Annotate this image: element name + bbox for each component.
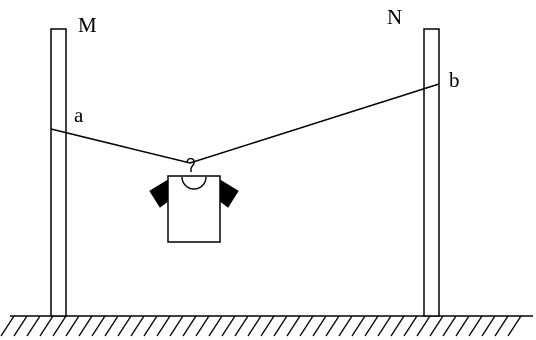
ground-hatch-mark [364, 315, 379, 337]
ground-hatch-mark [78, 315, 93, 337]
ground-hatch-mark [52, 315, 67, 337]
ground-hatch-mark [26, 315, 41, 337]
ground-hatch-mark [429, 315, 444, 337]
ground-hatch-mark [247, 315, 262, 337]
ground-hatch-mark [143, 315, 158, 337]
label-pole-n: N [387, 5, 402, 29]
pole-n [423, 28, 440, 317]
ground-hatch-mark [208, 315, 223, 337]
ground-hatch-mark [260, 315, 275, 337]
ground-hatch-mark [13, 315, 28, 337]
ground-hatch-mark [455, 315, 470, 337]
ground-hatch-mark [494, 315, 509, 337]
hanger-hook [186, 157, 195, 172]
label-pole-m: M [78, 13, 97, 37]
label-point-a: a [74, 103, 84, 127]
ground-hatch-mark [299, 315, 314, 337]
ground-hatch-mark [0, 315, 15, 337]
pole-m [50, 28, 67, 317]
ground-hatch-mark [351, 315, 366, 337]
ground-hatch-mark [104, 315, 119, 337]
tshirt-body [167, 175, 221, 243]
ground-hatch-mark [442, 315, 457, 337]
ground-hatch-mark [273, 315, 288, 337]
ground-hatch-mark [468, 315, 483, 337]
ground-hatch-mark [195, 315, 210, 337]
tshirt-right-sleeve [219, 179, 239, 208]
ground-hatch-mark [182, 315, 197, 337]
ground-hatch-mark [234, 315, 249, 337]
ground-hatch-mark [390, 315, 405, 337]
ground-hatch-mark [39, 315, 54, 337]
ground-hatch-mark [325, 315, 340, 337]
ground-hatch-mark [312, 315, 327, 337]
label-point-b: b [449, 68, 460, 92]
ground-hatch-mark [403, 315, 418, 337]
ground-hatch-mark [416, 315, 431, 337]
ground-hatch-mark [338, 315, 353, 337]
clothesline-rope [50, 83, 440, 164]
ground-hatch-mark [286, 315, 301, 337]
ground-hatch-mark [221, 315, 236, 337]
ground-hatch-mark [65, 315, 80, 337]
ground-hatch-mark [91, 315, 106, 337]
ground-hatch-mark [481, 315, 496, 337]
tshirt-left-sleeve [149, 179, 169, 208]
ground-hatch-mark [156, 315, 171, 337]
ground-hatch-mark [377, 315, 392, 337]
ground-hatch-mark [117, 315, 132, 337]
ground-hatch-mark [507, 315, 522, 337]
ground-hatch-mark [130, 315, 145, 337]
ground-hatch-mark [169, 315, 184, 337]
tshirt-collar [181, 176, 207, 190]
tshirt-on-hanger-icon [149, 175, 239, 243]
ground-hatching [0, 315, 522, 337]
